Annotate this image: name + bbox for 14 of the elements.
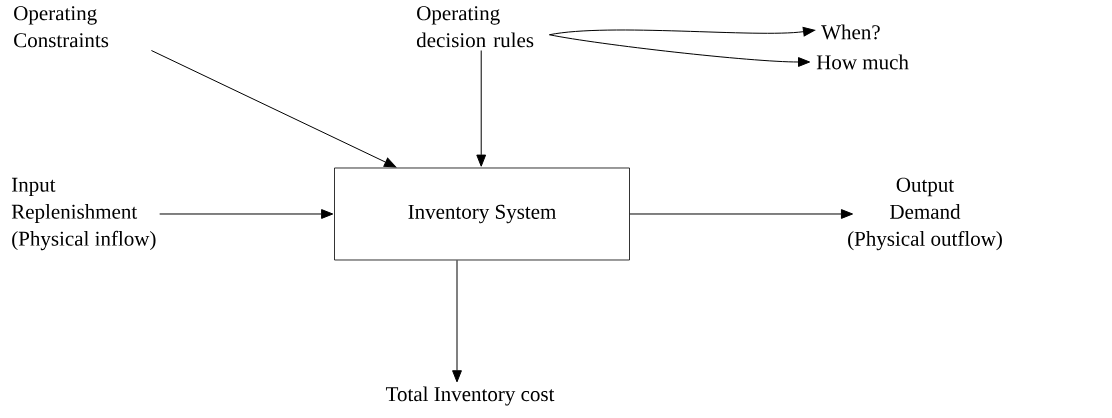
- arrow: [548, 34, 811, 67]
- text-label: Operating decision rules: [416, 6, 534, 48]
- text-label: Total Inventory cost: [386, 386, 555, 406]
- arrow: [150, 50, 397, 168]
- text-label: Operating Constraints: [14, 6, 109, 48]
- text-label: Output Demand (Physical outflow): [848, 177, 1002, 251]
- arrow: [159, 209, 334, 219]
- text-label: How much: [816, 54, 909, 70]
- process-box: Inventory System: [334, 167, 630, 261]
- arrow: [476, 50, 487, 167]
- arrow: [629, 209, 854, 219]
- text-label: Input Replenishment (Physical inflow): [11, 177, 156, 251]
- text-label: When?: [821, 24, 880, 40]
- arrow: [452, 259, 462, 383]
